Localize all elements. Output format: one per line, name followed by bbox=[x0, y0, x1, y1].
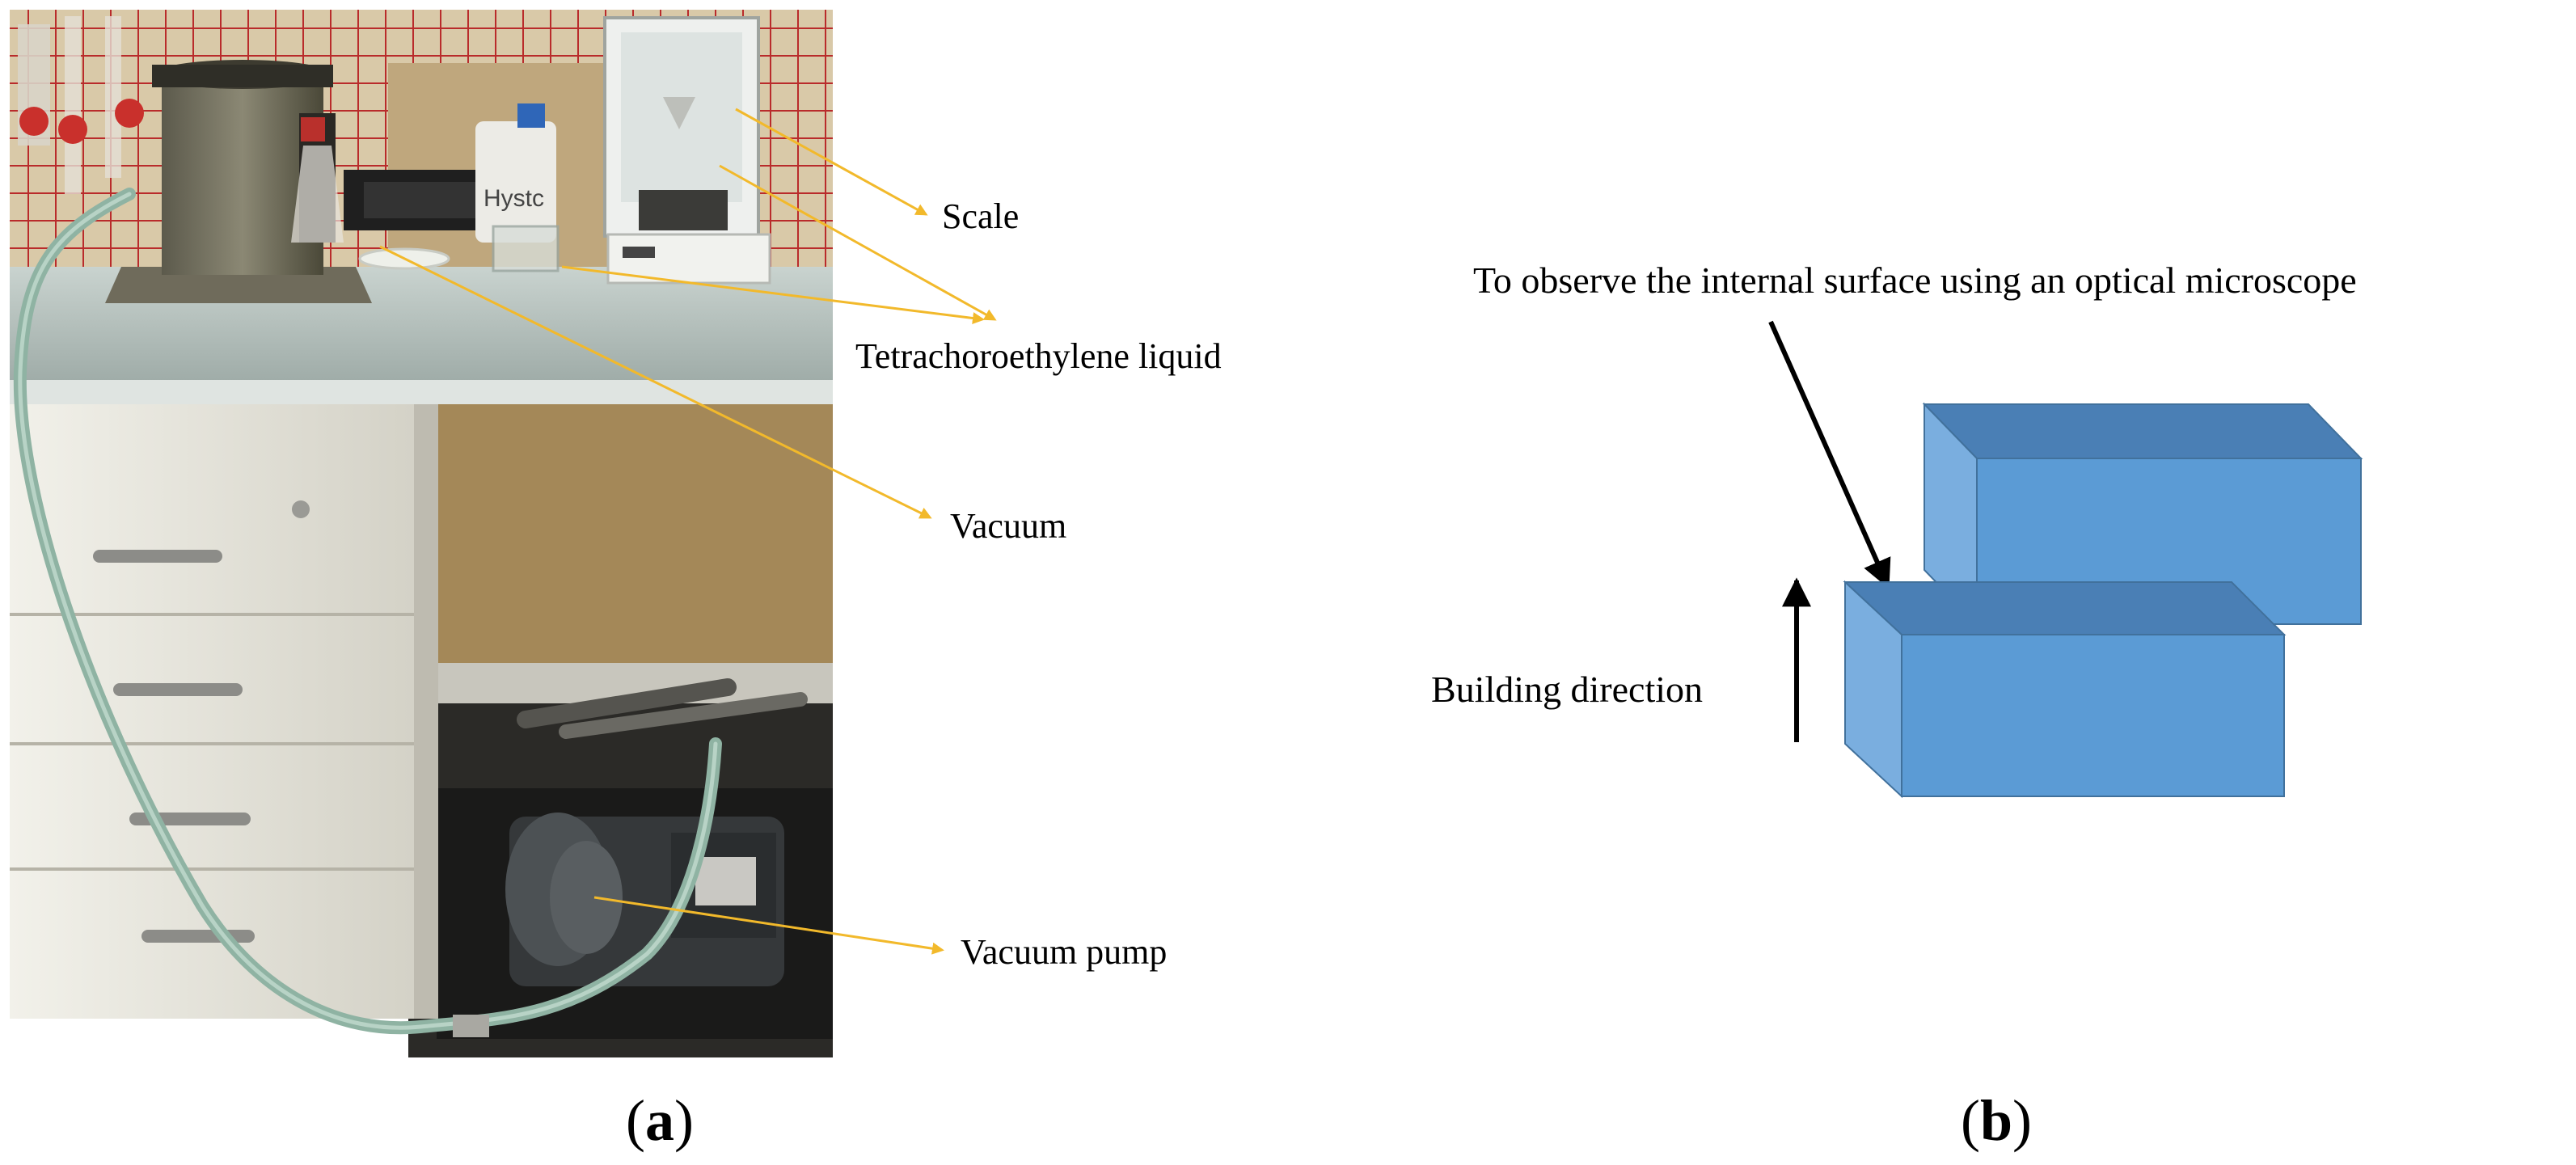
observation-arrow bbox=[1768, 320, 1891, 589]
scale-label: Scale bbox=[942, 196, 1019, 236]
tetrachoroethylene-leader-2 bbox=[561, 265, 985, 324]
panel-a-photo: Hystc bbox=[10, 10, 833, 1057]
scale-leader bbox=[735, 108, 928, 216]
drawer-handle bbox=[141, 930, 255, 943]
drawer-handle bbox=[113, 683, 243, 696]
under-counter-area bbox=[408, 388, 833, 663]
drawer-handle bbox=[93, 550, 222, 563]
vacuum-pump-leader bbox=[593, 896, 944, 955]
tetrachoroethylene-leader-1 bbox=[719, 164, 997, 321]
lower-block-front bbox=[1901, 634, 2285, 797]
caption-a: (a) bbox=[626, 1088, 694, 1153]
observe-label: To observe the internal surface using an… bbox=[1473, 260, 2357, 301]
vacuum-leader bbox=[379, 245, 932, 519]
tetrachoroethylene-label: Tetrachoroethylene liquid bbox=[855, 336, 1222, 376]
glassware bbox=[18, 16, 144, 194]
flask bbox=[291, 113, 344, 243]
lower-block bbox=[1843, 580, 2287, 799]
panel-b-diagram: To observe the internal surface using an… bbox=[1431, 260, 2363, 799]
vacuum-label: Vacuum bbox=[950, 506, 1066, 546]
lower-block-top bbox=[1843, 581, 2287, 635]
vacuum-pump-label: Vacuum pump bbox=[961, 932, 1167, 972]
liquid-bottle: Hystc bbox=[475, 103, 556, 243]
caption-b: (b) bbox=[1961, 1088, 2032, 1153]
upper-block-top bbox=[1922, 403, 2363, 459]
counter-edge bbox=[10, 380, 833, 404]
steel-rods bbox=[517, 678, 808, 739]
beaker bbox=[492, 225, 560, 272]
building-direction-label: Building direction bbox=[1431, 669, 1703, 710]
hose-fitting bbox=[453, 1015, 489, 1037]
vacuum-chamber bbox=[105, 60, 372, 303]
cabinet-lock bbox=[292, 500, 310, 518]
scale-device bbox=[603, 16, 771, 285]
leader-lines bbox=[379, 108, 997, 955]
bottle-label-text: Hystc bbox=[484, 185, 544, 212]
